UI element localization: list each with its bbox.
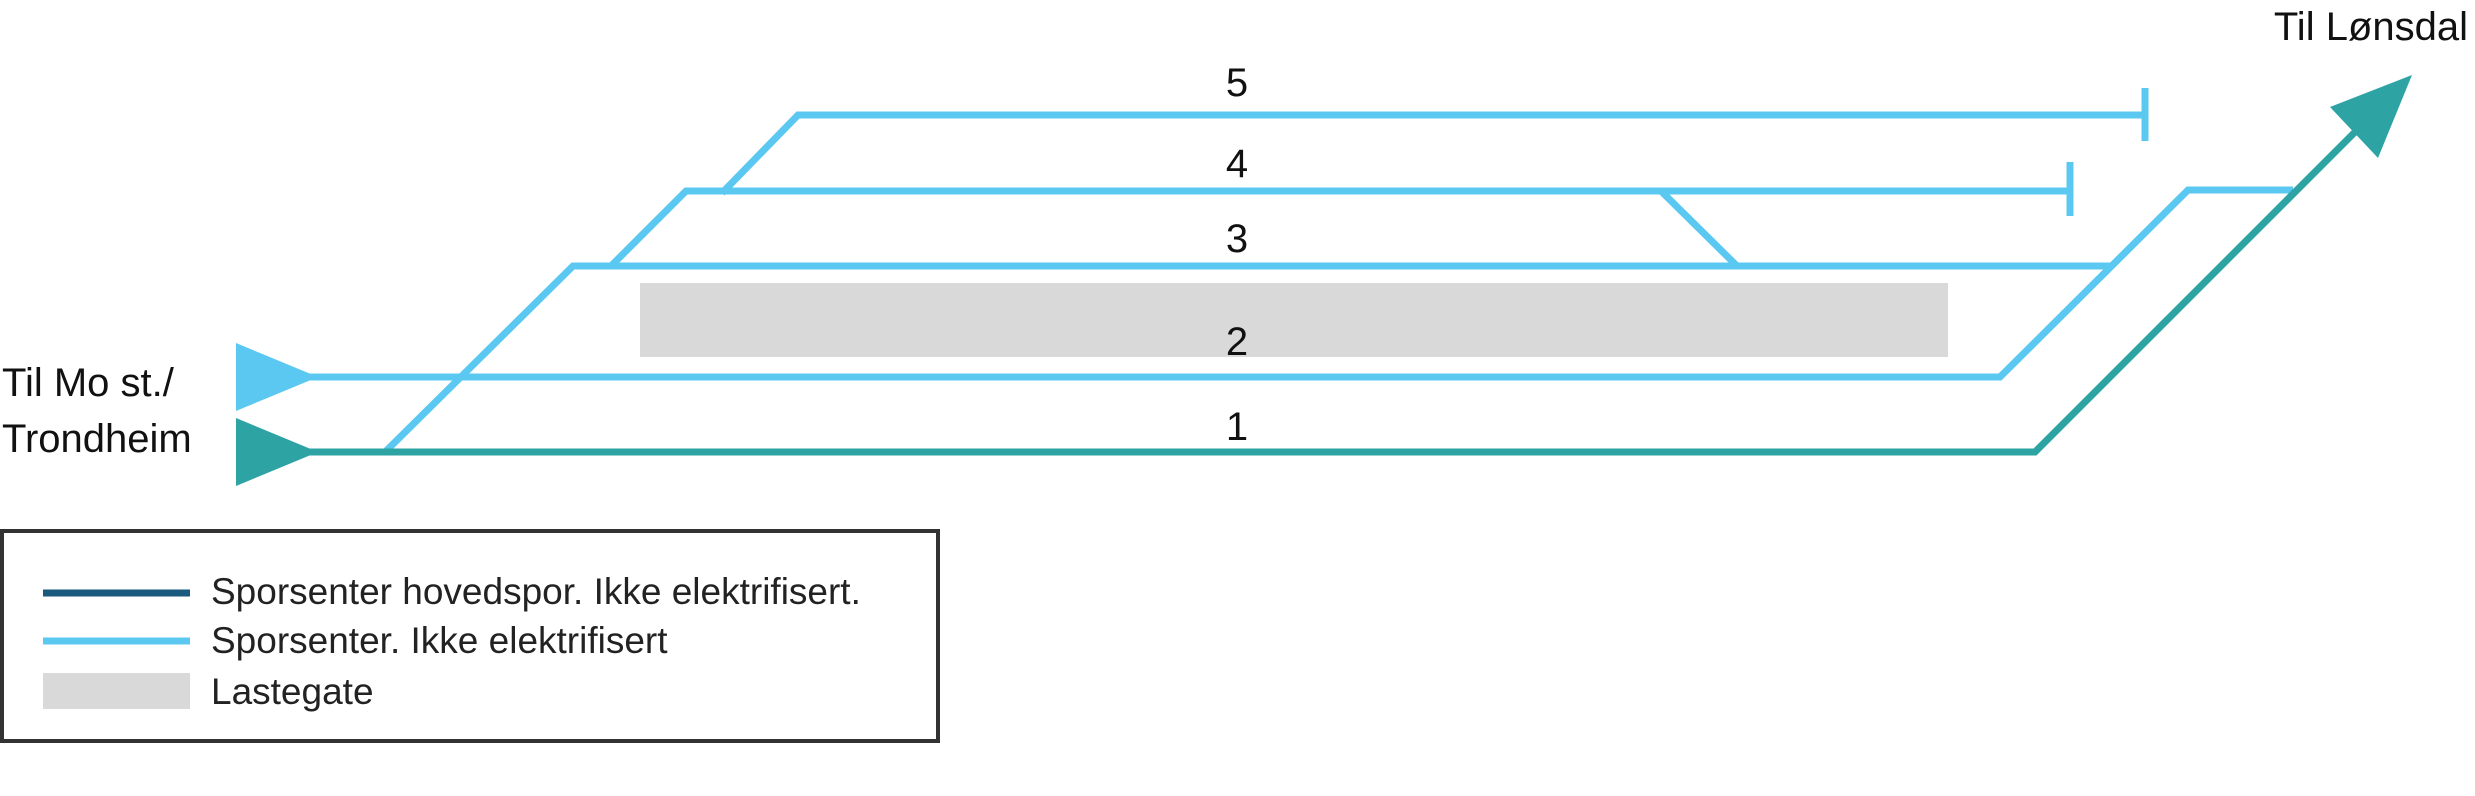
track-5-label: 5 — [1226, 61, 1248, 105]
track-3-label: 3 — [1226, 217, 1248, 261]
loading-area — [640, 283, 1948, 357]
legend-item-loading-area: Lastegate — [211, 671, 374, 712]
track-5-line — [719, 111, 2145, 196]
destination-south-line1: Til Mo st./ — [2, 361, 175, 405]
crossover-4-3 — [1658, 188, 1740, 269]
track-3-line — [382, 262, 2112, 455]
track-1-label: 1 — [1226, 405, 1248, 449]
track-1-south-arrow-icon — [236, 418, 318, 486]
legend-border — [0, 529, 940, 743]
legend-item-main-track: Sporsenter hovedspor. Ikke elektrifisert… — [211, 571, 861, 612]
track-2-label: 2 — [1226, 320, 1248, 364]
track-1-main-line — [300, 114, 2373, 456]
legend: Sporsenter hovedspor. Ikke elektrifisert… — [0, 529, 940, 743]
track-4-line — [607, 187, 2070, 270]
track-4-label: 4 — [1226, 142, 1248, 186]
legend-item-side-track: Sporsenter. Ikke elektrifisert — [211, 620, 668, 661]
track-2-arrow-icon — [236, 343, 318, 411]
legend-loading-area-swatch — [43, 673, 190, 709]
north-arrow-icon — [2330, 75, 2412, 158]
destination-south-line2: Trondheim — [2, 417, 192, 461]
destination-north: Til Lønsdal — [2274, 5, 2468, 49]
track-2-line — [300, 186, 2293, 381]
